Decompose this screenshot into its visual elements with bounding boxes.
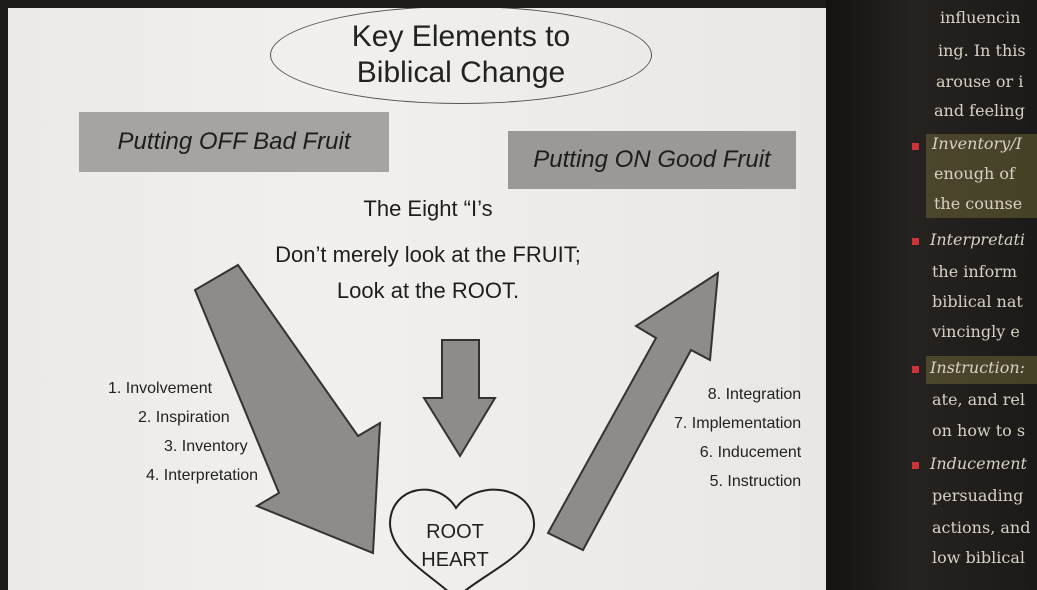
book-text-line: actions, and — [932, 518, 1031, 537]
root-line: Look at the ROOT. — [336, 278, 520, 303]
book-text-line: enough of — [934, 164, 1015, 183]
eight-is-heading: The Eight “I’s — [363, 196, 493, 221]
list-item: 6. Inducement — [699, 444, 802, 461]
book-text-line: the counse — [934, 194, 1023, 213]
list-item: 7. Implementation — [674, 415, 802, 432]
down-arrow — [422, 339, 497, 458]
book-text-line: on how to s — [932, 421, 1026, 440]
list-item: 4. Interpretation — [146, 467, 259, 484]
putting-off-label: Putting OFF Bad Fruit — [117, 128, 351, 155]
highlight — [926, 134, 1037, 218]
list-item: 5. Instruction — [709, 473, 802, 490]
bullet-icon — [912, 238, 919, 245]
title-oval: Key Elements to Biblical Change — [270, 8, 652, 104]
book-text-line: Inducement — [930, 454, 1027, 473]
putting-off-box: Putting OFF Bad Fruit — [79, 112, 389, 172]
list-item: 1. Involvement — [108, 380, 213, 397]
down-right-arrow — [193, 263, 382, 555]
book-text-line: the inform — [932, 262, 1018, 281]
diagram-shapes — [193, 263, 720, 590]
book-text-line: ate, and rel — [932, 390, 1026, 409]
heart-label: ROOT HEART — [400, 518, 510, 574]
book-text-line: ing. In this — [938, 41, 1026, 60]
heart-label-heart: HEART — [421, 549, 489, 571]
book-text-line: Instruction: — [930, 358, 1026, 377]
list-item: 8. Integration — [707, 386, 802, 403]
left-steps-list: 1. Involvement 2. Inspiration 3. Invento… — [108, 374, 258, 490]
right-steps-list: 8. Integration 7. Implementation 6. Indu… — [634, 380, 801, 496]
list-item: 2. Inspiration — [138, 409, 230, 426]
putting-on-box: Putting ON Good Fruit — [508, 131, 796, 189]
book-text-line: Inventory/I — [932, 134, 1022, 153]
bullet-icon — [912, 143, 919, 150]
book-text-line: biblical nat — [932, 292, 1023, 311]
heart-label-root: ROOT — [426, 521, 484, 543]
book-text-line: influencin — [940, 8, 1021, 27]
list-item: 3. Inventory — [164, 438, 248, 455]
putting-on-label: Putting ON Good Fruit — [533, 146, 771, 173]
book-text-line: persuading — [932, 486, 1024, 505]
book-text-line: and feeling — [934, 101, 1025, 120]
slide-title: Key Elements to Biblical Change — [351, 20, 571, 89]
book-text-line: arouse or i — [936, 72, 1024, 91]
bullet-icon — [912, 366, 919, 373]
highlight — [926, 356, 1037, 384]
heart-shape — [388, 488, 536, 590]
up-right-arrow — [546, 271, 720, 552]
book-text-line: low biblical — [932, 548, 1025, 567]
book-page: influencin ing. In this arouse or i and … — [826, 0, 1037, 590]
book-text-line: vincingly e — [932, 322, 1020, 341]
book-text-line: Interpretati — [930, 230, 1026, 249]
fruit-line: Don’t merely look at the FRUIT; — [275, 242, 581, 267]
slide: Key Elements to Biblical Change Putting … — [8, 8, 826, 590]
bullet-icon — [912, 462, 919, 469]
